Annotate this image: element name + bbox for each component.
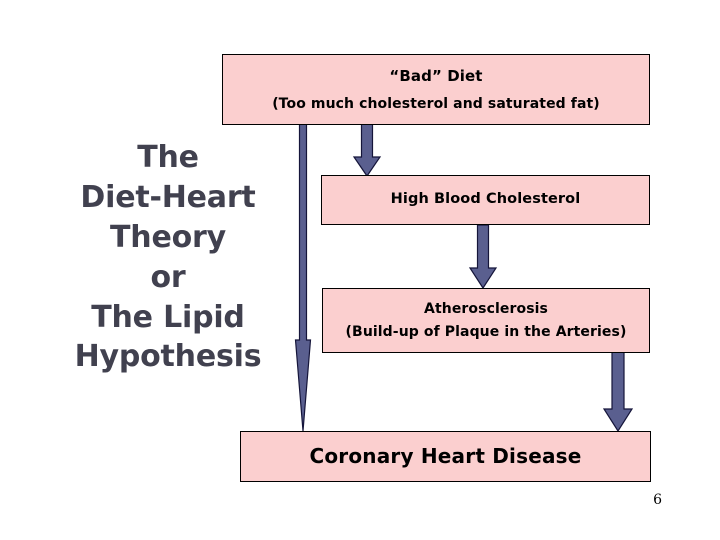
node-high-blood-cholesterol: High Blood Cholesterol xyxy=(321,175,650,225)
page-title-line-2: Diet-Heart xyxy=(80,179,256,215)
node-coronary-heart-disease-line-1: Coronary Heart Disease xyxy=(309,444,582,469)
arrow-cholesterol-to-atherosclerosis-icon xyxy=(468,224,498,290)
node-coronary-heart-disease: Coronary Heart Disease xyxy=(240,431,651,482)
node-atherosclerosis: Atherosclerosis (Build-up of Plaque in t… xyxy=(322,288,650,353)
node-atherosclerosis-line-1: Atherosclerosis xyxy=(424,301,548,318)
page-number: 6 xyxy=(653,492,662,508)
arrow-diet-to-chd-icon xyxy=(294,123,312,432)
node-bad-diet-line-1: “Bad” Diet xyxy=(389,67,483,86)
page-title-line-3: Theory xyxy=(110,219,226,255)
page-title-line-6: Hypothesis xyxy=(74,339,262,375)
page-title: The Diet-Heart Theory or The Lipid Hypot… xyxy=(52,138,284,377)
node-bad-diet-line-2: (Too much cholesterol and saturated fat) xyxy=(272,96,600,113)
page-title-line-5: The Lipid xyxy=(91,299,245,335)
arrow-atherosclerosis-to-chd-icon xyxy=(602,351,634,433)
node-high-blood-cholesterol-line-1: High Blood Cholesterol xyxy=(390,191,581,208)
page-title-line-1: The xyxy=(137,140,199,175)
node-bad-diet: “Bad” Diet (Too much cholesterol and sat… xyxy=(222,54,650,125)
page-title-line-4: or xyxy=(150,259,186,295)
node-atherosclerosis-line-2: (Build-up of Plaque in the Arteries) xyxy=(345,323,627,340)
arrow-diet-to-cholesterol-icon xyxy=(352,123,382,178)
